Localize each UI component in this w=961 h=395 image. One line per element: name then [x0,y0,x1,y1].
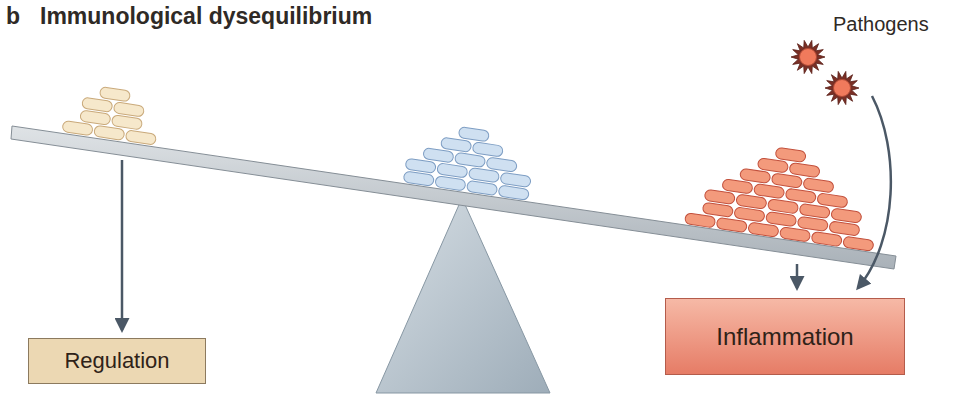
bacteria-stack [684,135,885,251]
bacterium [789,162,820,177]
regulation-box: Regulation [28,338,206,384]
bacterium [440,137,471,152]
bacterium [684,213,715,228]
bacterium [80,110,111,125]
bacterium [403,171,434,186]
bacterium [99,87,130,102]
bacterium [62,120,93,135]
box-label: Regulation [64,348,169,374]
bacterium [716,217,747,232]
fulcrum [376,198,550,393]
bacterium [468,168,499,183]
bacterium [722,179,753,194]
bacterium [466,180,497,195]
bacterium [94,125,125,140]
pathogen-arrow [858,96,891,288]
bacterium [811,231,842,246]
bacteria-stack [403,120,537,201]
bacterium [829,221,860,236]
bacterium [704,189,735,204]
bacterium [454,152,485,167]
bacteria-stacks [62,82,886,251]
diagram-title: Immunological dysequilibrium [40,3,372,30]
bacterium [472,142,503,157]
bacteria-stack [62,82,162,145]
seesaw-beam [11,126,896,269]
bacterium [498,185,529,200]
bacterium [757,158,788,173]
pathogen-icons [791,40,859,104]
bacterium [458,127,489,142]
bacterium [740,168,771,183]
bacterium [799,203,830,218]
bacterium [771,173,802,188]
bacterium [405,158,436,173]
bacterium [779,227,810,242]
bacterium [435,176,466,191]
regulation-arrow [121,160,124,330]
bacterium [817,193,848,208]
box-label: Inflammation [716,323,853,351]
bacterium [797,216,828,231]
bacterium [803,178,834,193]
pathogen [791,40,825,73]
bacterium [775,147,806,162]
bacterium [437,163,468,178]
bacterium [486,157,517,172]
pathogen [825,71,859,104]
bacterium [423,148,454,163]
bacterium [831,208,862,223]
bacterium [702,202,733,217]
inflammation-arrow [796,264,799,288]
bacterium [843,236,874,251]
pathogen-label: Pathogens [833,13,929,36]
bacterium [753,183,784,198]
bacterium [125,130,156,145]
bacterium [766,212,797,227]
bacterium [734,207,765,222]
bacterium [111,115,142,130]
bacterium [82,97,113,112]
bacterium [500,172,531,187]
bacterium [785,188,816,203]
bacterium [767,199,798,214]
bacterium [736,194,767,209]
panel-letter: b [6,3,20,30]
bacterium [748,222,779,237]
inflammation-box: Inflammation [665,298,905,375]
bacterium [113,102,144,117]
